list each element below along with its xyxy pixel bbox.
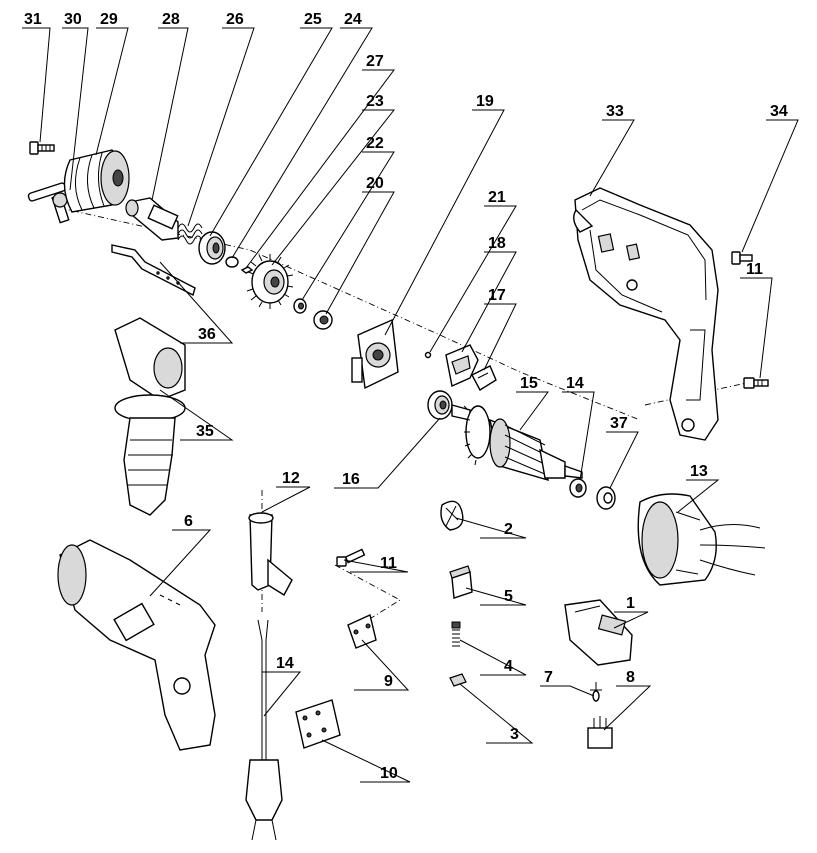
callout-12: 12 [282,470,300,487]
callout-25: 24 [344,11,362,28]
part-11-screw-right [743,377,769,389]
callout-17: 16 [342,471,360,488]
callout-20: 19 [476,93,494,110]
callout-7: 7 [544,669,553,686]
part-3-carbon-brush [449,673,467,687]
part-32-screw [29,141,55,155]
callout-19: 18 [488,235,506,252]
leader-lines [22,27,799,783]
callout-8: 8 [626,669,635,686]
callout-26: 25 [304,11,322,28]
callout-28: 27 [366,53,384,70]
part-22-screw [424,351,432,359]
part-30-chuck [63,149,130,213]
callout-4: 4 [504,658,513,675]
callout-33: 33 [606,103,624,120]
part-16-armature [451,404,583,481]
part-33-housing [573,187,719,441]
callout-11-right: 11 [746,261,763,278]
callout-37: 37 [610,415,628,432]
part-26-bearing [198,231,226,265]
callout-2: 2 [504,521,513,538]
callout-14: 13 [690,463,708,480]
callout-6: 6 [184,513,193,530]
part-19-brush-holder [445,344,479,387]
part-5-brush-holder [449,565,473,599]
callout-5: 5 [504,588,513,605]
callout-18: 17 [488,287,506,304]
callout-23: 22 [366,135,384,152]
callout-34: 34 [770,103,788,120]
part-23-washer [293,298,307,314]
callout-36: 36 [198,326,216,343]
part-13-power-cord [245,619,283,841]
part-35-side-handle [114,317,186,516]
part-1-switch [564,599,633,666]
callout-32: 31 [24,11,42,28]
part-12-cord-guard [248,512,293,596]
callout-13: 14 [276,655,294,672]
part-10-switch-cover [295,699,341,749]
part-2-brush-spring [440,500,464,531]
part-11-screw-mid [336,548,366,567]
part-17-bearing [427,390,453,420]
part-6-housing [57,539,216,751]
callout-16: 15 [520,375,538,392]
callout-10: 10 [380,765,398,782]
callout-30: 29 [100,11,118,28]
part-27-spring [177,223,203,245]
callout-35: 35 [196,423,214,440]
part-4-spring [451,621,461,647]
callout-labels: 31 30 29 28 26 25 24 27 23 22 20 19 21 1… [24,11,788,782]
part-15-bearing [569,478,587,498]
callout-31: 30 [64,11,82,28]
callout-3: 3 [510,726,519,743]
part-24-gear [246,254,294,309]
callout-27: 26 [226,11,244,28]
part-37-washer [596,486,616,510]
part-25-ring [225,256,239,268]
callout-9: 9 [384,673,393,690]
part-20-bearing-plate [351,318,399,390]
part-28-key [240,266,254,274]
part-7-8-capacitor [587,682,613,749]
part-29-spindle [125,197,179,241]
part-34-screw [731,251,753,265]
callout-15: 14 [566,375,584,392]
part-14-stator [637,493,766,586]
callout-21: 20 [366,175,384,192]
part-21-bearing [313,310,333,330]
callout-22: 21 [488,189,506,206]
callout-24: 23 [366,93,384,110]
callout-1: 1 [626,595,635,612]
callout-11-mid: 11 [380,555,397,572]
part-31-chuck-key [27,182,70,224]
part-9-cord-clamp [347,614,377,649]
callout-29: 28 [162,11,180,28]
